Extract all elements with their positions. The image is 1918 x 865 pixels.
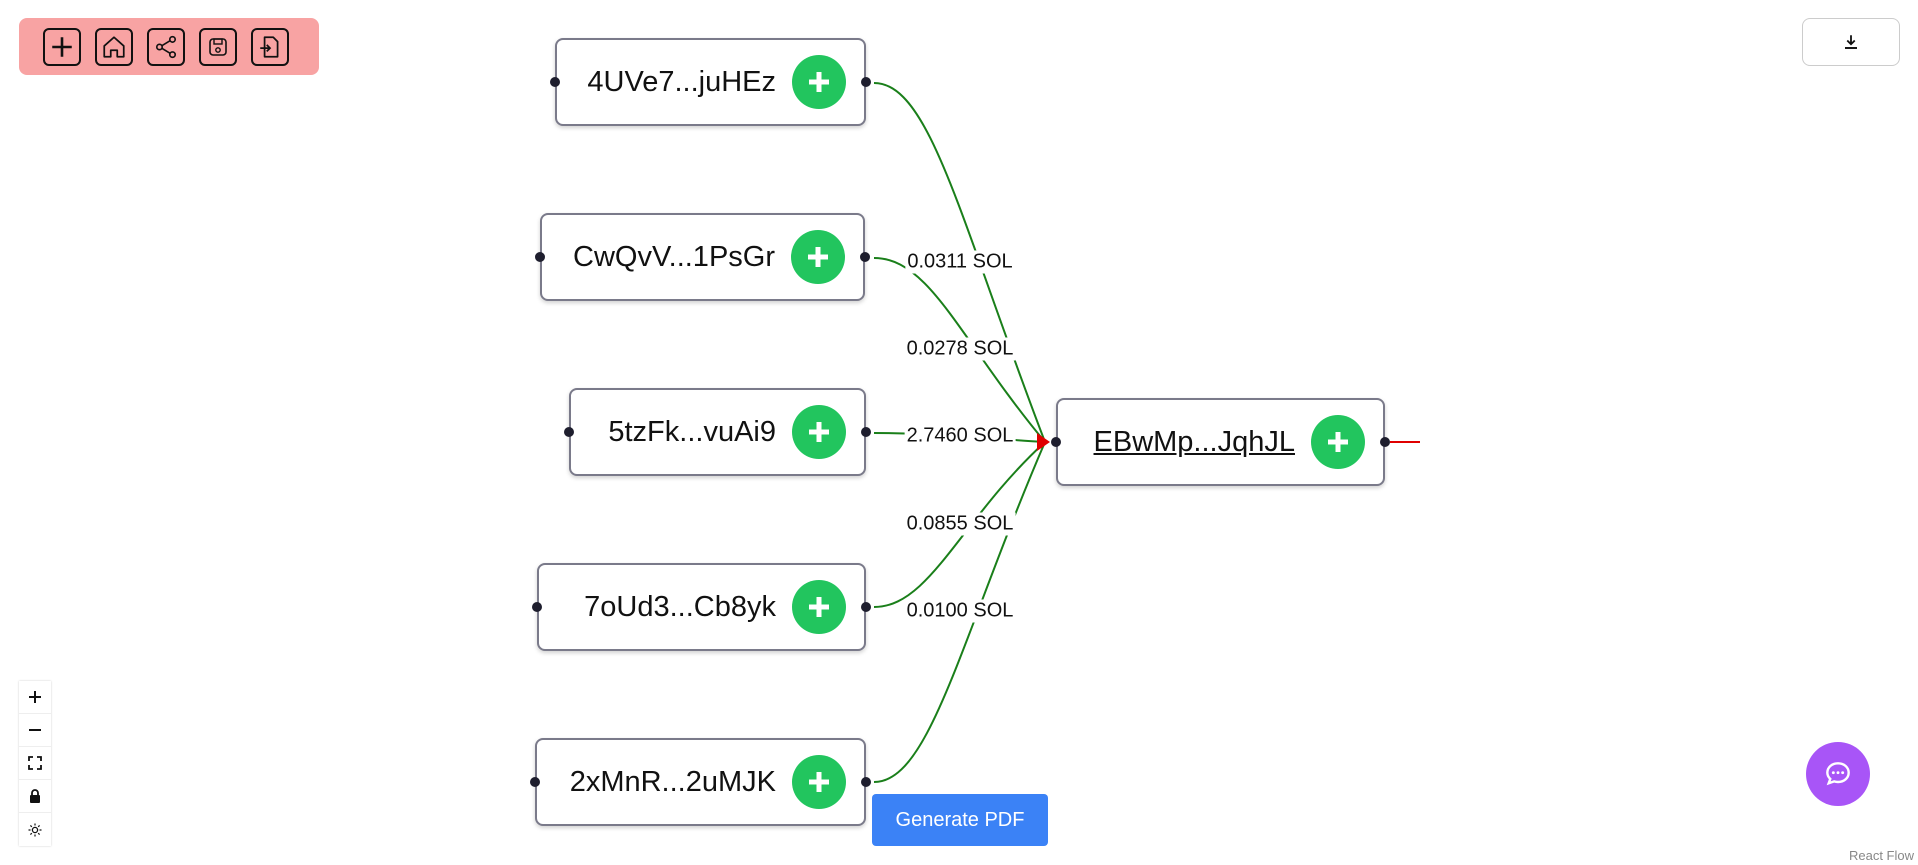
incoming-arrow (1037, 433, 1050, 451)
lock-button[interactable] (19, 780, 51, 813)
import-button[interactable] (251, 27, 289, 66)
edge-label: 2.7460 SOL (904, 424, 1016, 448)
react-flow-attribution[interactable]: React Flow (1848, 848, 1914, 863)
download-icon (1845, 35, 1857, 49)
expand-node-button[interactable] (792, 580, 846, 634)
save-icon (209, 37, 227, 56)
zoom-out-icon (29, 729, 41, 731)
expand-node-button[interactable] (792, 55, 846, 109)
edge-4[interactable] (873, 441, 1046, 608)
edge-label: 0.0278 SOL (904, 337, 1016, 361)
target-handle[interactable] (1051, 437, 1061, 447)
generate-pdf-button[interactable]: Generate PDF (872, 794, 1048, 846)
add-node-button[interactable] (43, 27, 81, 66)
fit-view-button[interactable] (19, 747, 51, 780)
zoom-out-button[interactable] (19, 714, 51, 747)
toolbar (19, 18, 319, 75)
plus-icon (1328, 432, 1348, 452)
chat-bubble-icon (1826, 762, 1850, 786)
source-handle[interactable] (1380, 437, 1390, 447)
expand-node-button[interactable] (1311, 415, 1365, 469)
import-icon (260, 35, 279, 58)
wallet-node[interactable]: 5tzFk...vuAi9 (564, 388, 871, 476)
wallet-node[interactable]: CwQvV...1PsGr (535, 213, 870, 301)
node-label: 7oUd3...Cb8yk (584, 590, 776, 623)
wallet-node[interactable]: 4UVe7...juHEz (550, 38, 871, 126)
theme-icon (28, 823, 42, 836)
share-icon (155, 35, 177, 58)
expand-node-button[interactable] (791, 230, 845, 284)
wallet-node[interactable]: 7oUd3...Cb8yk (532, 563, 871, 651)
edge-2[interactable] (873, 257, 1046, 443)
zoom-in-button[interactable] (19, 681, 51, 714)
edge-label: 0.0100 SOL (904, 599, 1016, 623)
download-button[interactable] (1802, 18, 1900, 66)
home-button[interactable] (95, 27, 133, 66)
fit-view-icon (28, 756, 42, 770)
node-label: 5tzFk...vuAi9 (608, 415, 776, 448)
plus-icon (809, 422, 829, 442)
node-label: 2xMnR...2uMJK (569, 765, 776, 798)
wallet-node[interactable]: 2xMnR...2uMJK (530, 738, 871, 826)
target-handle[interactable] (532, 602, 542, 612)
target-handle[interactable] (535, 252, 545, 262)
source-handle[interactable] (861, 427, 871, 437)
source-handle[interactable] (861, 602, 871, 612)
home-icon (103, 35, 125, 58)
source-handle[interactable] (861, 77, 871, 87)
node-label: 4UVe7...juHEz (587, 65, 776, 98)
expand-node-button[interactable] (792, 405, 846, 459)
save-button[interactable] (199, 27, 237, 66)
theme-toggle-button[interactable] (19, 813, 51, 846)
expand-node-button[interactable] (792, 755, 846, 809)
plus-icon (809, 772, 829, 792)
plus-icon (809, 72, 829, 92)
target-wallet-node[interactable]: EBwMp...JqhJL (1051, 398, 1390, 486)
plus-icon (808, 247, 828, 267)
source-handle[interactable] (861, 777, 871, 787)
flow-controls (19, 681, 51, 846)
chat-button[interactable] (1806, 742, 1870, 806)
source-handle[interactable] (860, 252, 870, 262)
node-label: CwQvV...1PsGr (573, 240, 775, 273)
node-label[interactable]: EBwMp...JqhJL (1093, 425, 1295, 458)
plus-icon (809, 597, 829, 617)
share-button[interactable] (147, 27, 185, 66)
target-handle[interactable] (530, 777, 540, 787)
target-handle[interactable] (564, 427, 574, 437)
target-handle[interactable] (550, 77, 560, 87)
edge-label: 0.0855 SOL (904, 512, 1016, 536)
plus-icon (52, 36, 72, 57)
zoom-in-icon (29, 691, 41, 703)
lock-icon (30, 789, 40, 803)
edge-label: 0.0311 SOL (905, 250, 1015, 274)
